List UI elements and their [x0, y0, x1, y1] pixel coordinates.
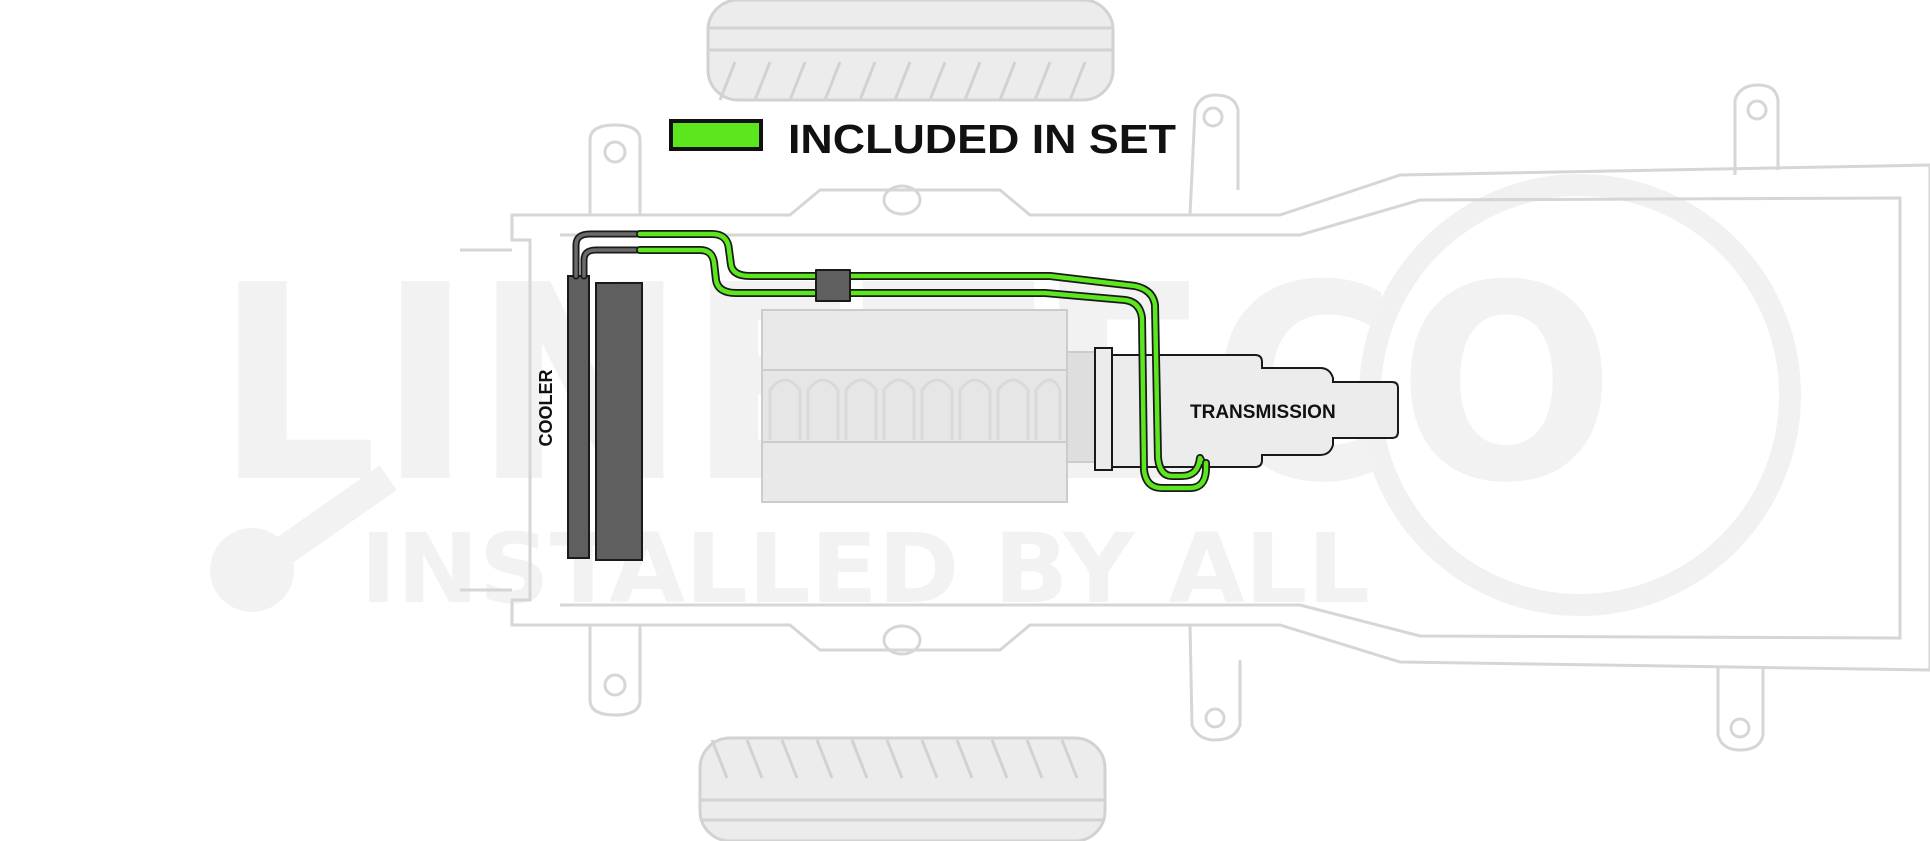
- top-tire-tread: [718, 61, 1087, 101]
- engine: [761, 309, 1098, 503]
- wrench-icon: [210, 465, 397, 612]
- cooler-tank: [567, 275, 590, 559]
- bellhousing-plate: [1066, 351, 1098, 463]
- engine-bottom-head: [761, 441, 1068, 503]
- included-line-return: [637, 231, 1205, 479]
- legend-label: INCLUDED IN SET: [788, 116, 1176, 162]
- non-included-line-inner-fill: [582, 248, 642, 278]
- engine-top-head: [761, 309, 1068, 371]
- frame-inner-rail: [560, 196, 1902, 640]
- frame-outline: [510, 163, 1930, 672]
- cooler-lines: [572, 230, 1210, 492]
- bottom-tire: [698, 736, 1107, 841]
- transmission: TRANSMISSION: [1094, 347, 1399, 471]
- legend: INCLUDED IN SET: [669, 116, 1176, 162]
- engine-cylinders: [768, 378, 1062, 440]
- non-included-line-outer-fill: [574, 232, 642, 278]
- bottom-tire-tread: [710, 739, 1079, 779]
- mount-brackets: [460, 83, 1780, 752]
- top-tire: [706, 0, 1115, 102]
- cooler-label: COOLER: [536, 369, 556, 446]
- line-clamp: [815, 269, 851, 302]
- included-line-supply: [637, 247, 1209, 491]
- legend-swatch: [669, 119, 763, 151]
- chassis: [460, 0, 1930, 841]
- transmission-case: [1094, 347, 1399, 471]
- transmission-label: TRANSMISSION: [1190, 402, 1336, 423]
- cooler: COOLER: [536, 275, 643, 561]
- cooler-core: [595, 282, 643, 561]
